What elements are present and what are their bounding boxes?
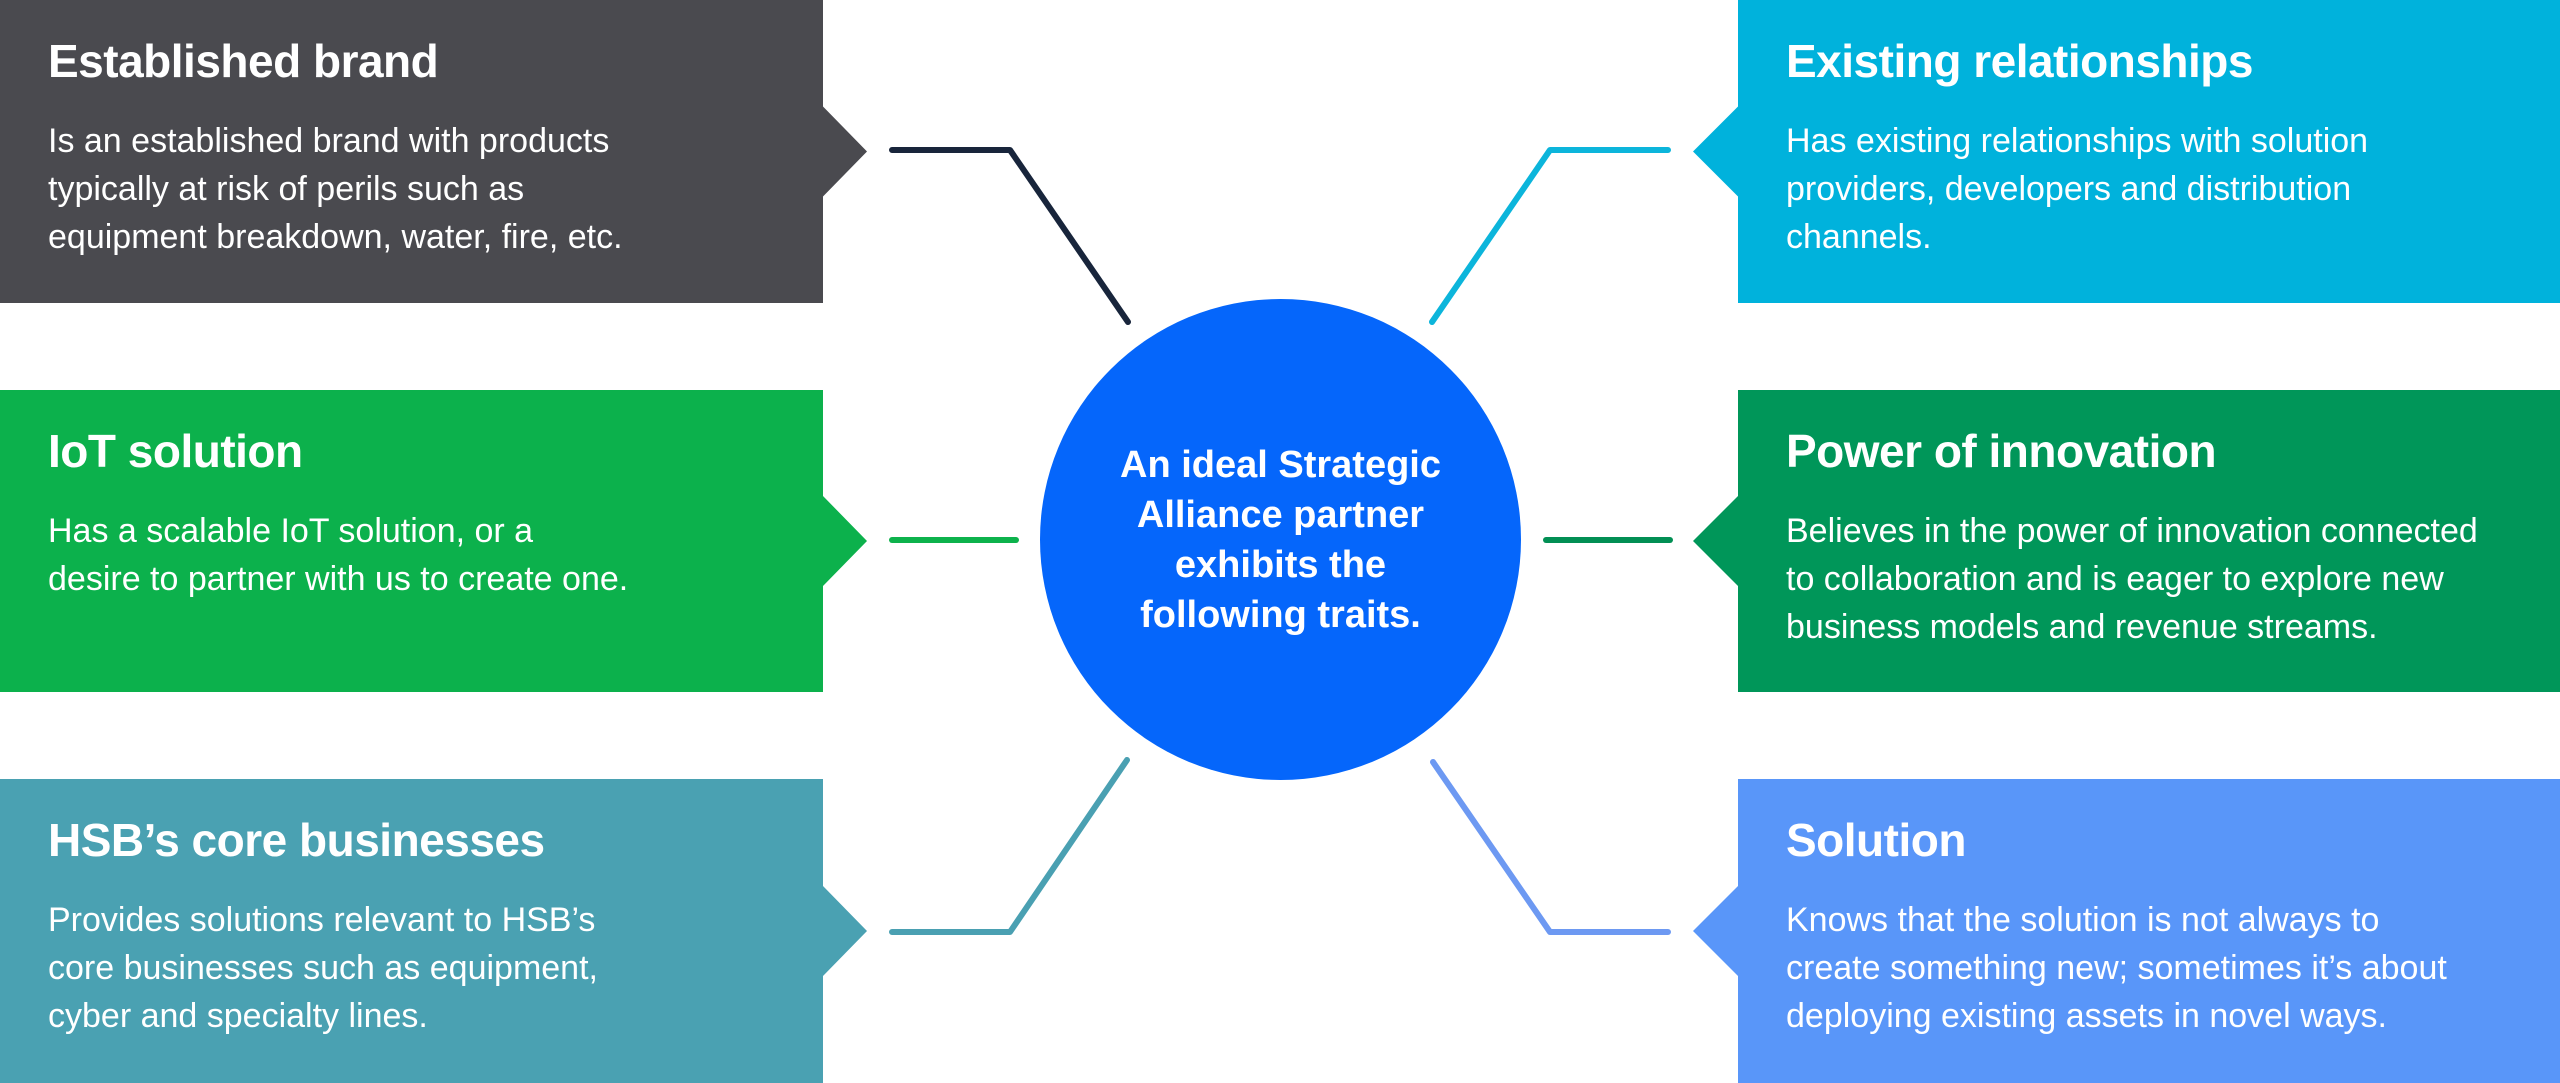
box-title-established-brand: Established brand bbox=[48, 35, 439, 87]
box-existing-relationships: Existing relationships Has existing rela… bbox=[1693, 0, 2560, 303]
center-statement-circle: An ideal Strategic Alliance partner exhi… bbox=[1040, 299, 1521, 780]
box-title-solution: Solution bbox=[1786, 814, 1966, 866]
box-body-iot-solution: Has a scalable IoT solution, or a desire… bbox=[48, 511, 629, 598]
box-title-iot-solution: IoT solution bbox=[48, 425, 303, 477]
box-body-existing-relationships: Has existing relationships with solution… bbox=[1786, 121, 2369, 256]
box-established-brand: Established brand Is an established bran… bbox=[0, 0, 867, 303]
box-hsb-core-businesses: HSB’s core businesses Provides solutions… bbox=[0, 779, 867, 1083]
connector-established-brand bbox=[889, 147, 1131, 325]
center-statement-text: An ideal Strategic Alliance partner exhi… bbox=[1120, 443, 1441, 636]
box-solution: Solution Knows that the solution is not … bbox=[1693, 779, 2560, 1083]
box-power-of-innovation: Power of innovation Believes in the powe… bbox=[1693, 390, 2560, 692]
box-title-power-of-innovation: Power of innovation bbox=[1786, 425, 2217, 477]
connector-existing-relationships bbox=[1429, 147, 1671, 325]
box-title-hsb-core-businesses: HSB’s core businesses bbox=[48, 814, 545, 866]
box-body-hsb-core-businesses: Provides solutions relevant to HSB’s cor… bbox=[48, 900, 598, 1035]
box-title-existing-relationships: Existing relationships bbox=[1786, 35, 2253, 87]
box-body-established-brand: Is an established brand with products ty… bbox=[48, 121, 623, 256]
connector-solution bbox=[1430, 759, 1671, 935]
box-iot-solution: IoT solution Has a scalable IoT solution… bbox=[0, 390, 867, 692]
box-body-power-of-innovation: Believes in the power of innovation conn… bbox=[1786, 511, 2478, 646]
box-body-solution: Knows that the solution is not always to… bbox=[1786, 900, 2447, 1035]
connector-hsb-core-businesses bbox=[889, 757, 1130, 935]
